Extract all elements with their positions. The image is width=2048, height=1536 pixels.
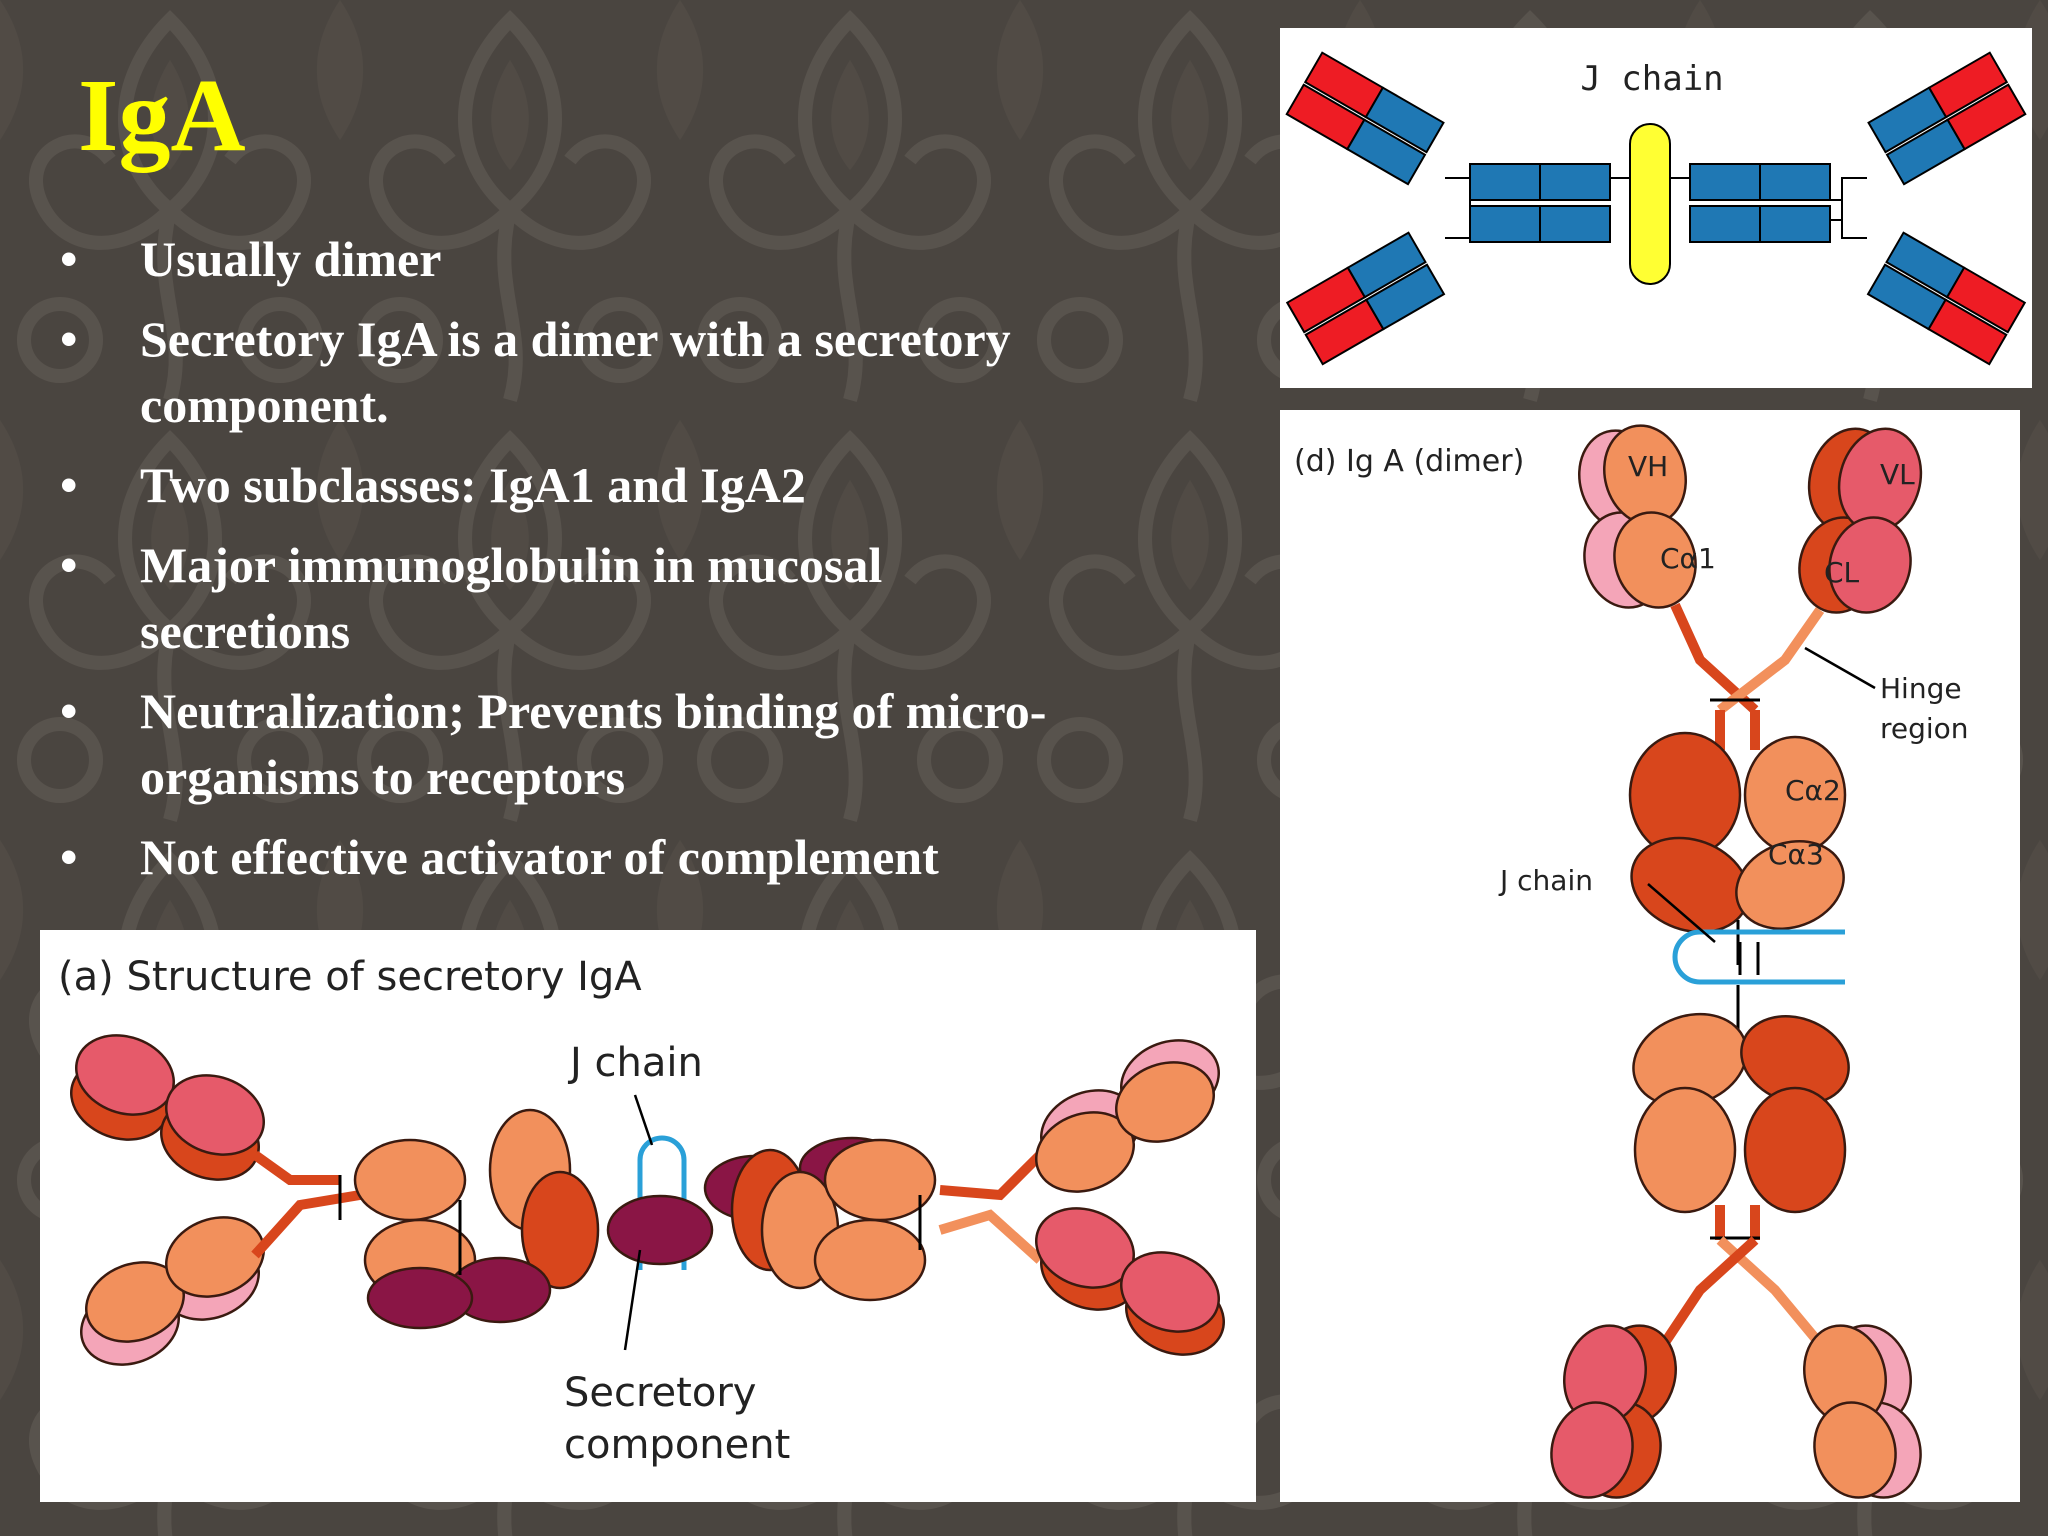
bullet-item: • Major immunoglobulin in mucosal secreti…: [60, 532, 1260, 664]
figure-caption: (a) Structure of secretory IgA: [58, 954, 642, 1000]
detailed-dimer-drawing: [1550, 424, 1923, 1499]
iga-dimer-schematic: J chain: [1280, 28, 2032, 388]
bullet-item: • Neutralization; Prevents binding of mic…: [60, 678, 1260, 810]
secretory-iga-drawing: [70, 1034, 1225, 1366]
ca2-label: Cα2: [1785, 774, 1841, 807]
bullet-list: • Usually dimer • Secretory IgA is a dimer…: [60, 226, 1260, 904]
hinge-label-line1: Hinge: [1880, 672, 1962, 705]
bullet-marker: •: [60, 537, 78, 593]
iga-dimer-detailed: (d) Ig A (dimer) VH VL Cα1 CL Hinge regi…: [1280, 410, 2020, 1502]
j-chain-label: J chain: [1500, 864, 1593, 897]
j-chain-label: J chain: [1580, 59, 1723, 99]
bullet-marker: •: [60, 231, 78, 287]
schematic-drawing: J chain: [1285, 51, 2027, 366]
figure-caption: (d) Ig A (dimer): [1294, 444, 1525, 479]
ca1-label: Cα1: [1660, 542, 1716, 575]
bullet-text: Not effective activator of complement: [140, 829, 939, 885]
ca3-label: Cα3: [1768, 838, 1824, 871]
bullet-marker: •: [60, 829, 78, 885]
bullet-item: • Not effective activator of complement: [60, 824, 1260, 890]
secretory-component-label-line1: Secretory: [564, 1370, 757, 1416]
bullet-item: • Usually dimer: [60, 226, 1260, 292]
secretory-component-label-line2: component: [564, 1422, 791, 1468]
bullet-text: Neutralization; Prevents binding of micr…: [140, 683, 1047, 805]
secretory-iga-figure: (a) Structure of secretory IgA J chain S…: [40, 930, 1256, 1502]
bullet-marker: •: [60, 683, 78, 739]
bullet-text: Usually dimer: [140, 231, 442, 287]
bullet-item: • Secretory IgA is a dimer with a secreto…: [60, 306, 1260, 438]
vh-label: VH: [1628, 450, 1669, 483]
bullet-text: Two subclasses: IgA1 and IgA2: [140, 457, 806, 513]
bullet-text: Secretory IgA is a dimer with a secretor…: [140, 311, 1011, 433]
j-chain-label: J chain: [570, 1040, 703, 1086]
cl-label: CL: [1824, 556, 1860, 589]
bullet-text: Major immunoglobulin in mucosal secretio…: [140, 537, 883, 659]
bullet-item: • Two subclasses: IgA1 and IgA2: [60, 452, 1260, 518]
slide-title: IgA: [78, 58, 246, 173]
hinge-label-line2: region: [1880, 712, 1969, 745]
bullet-marker: •: [60, 457, 78, 513]
vl-label: VL: [1880, 458, 1915, 491]
bullet-marker: •: [60, 311, 78, 367]
